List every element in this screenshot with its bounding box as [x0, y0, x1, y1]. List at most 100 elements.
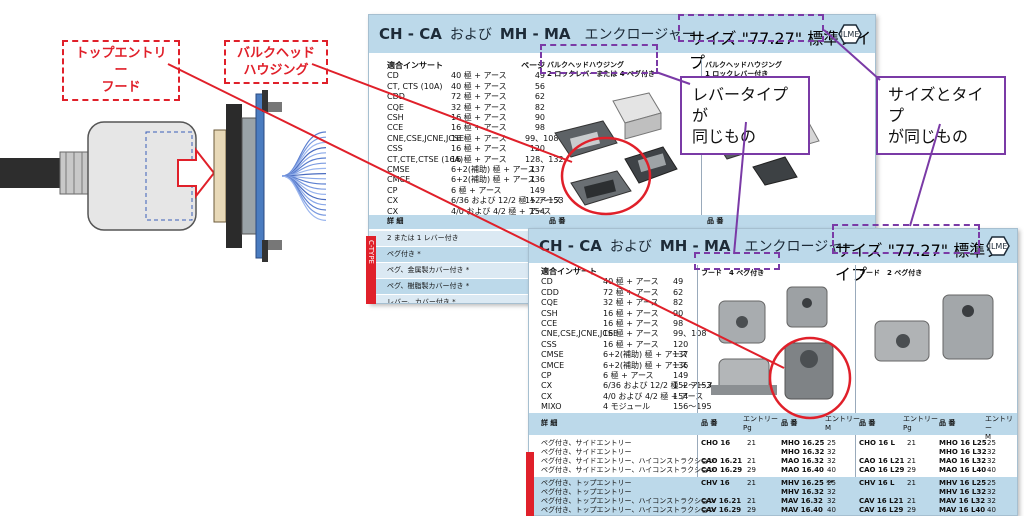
detail-header: 詳 細 — [387, 217, 404, 225]
cell-e1: 21 — [747, 497, 756, 505]
insert-spec: 6+2(補助) 極 + アース — [451, 165, 536, 175]
front-insert-spec: 4 モジュール — [603, 402, 651, 412]
size-highlight-back — [678, 14, 824, 42]
front-insert-name: CP — [541, 371, 552, 381]
insert-page: 82 — [534, 102, 545, 112]
housing-product-3 — [624, 146, 678, 184]
title-mh-ma: MH - MA — [499, 25, 571, 43]
housing-type-highlight — [540, 44, 658, 74]
front-insert-name: CQE — [541, 298, 558, 308]
cell-desc: ペグ付き、トップエントリー、ハイコンストラクション — [541, 497, 716, 505]
lower-row: ペグ、樹脂製カバー付き * — [369, 279, 539, 295]
front-divider-1 — [697, 265, 698, 515]
connector-drawing — [0, 90, 327, 262]
th-entry-pg-1b: Pg — [743, 424, 752, 432]
label-bulkhead-housing-line1: バルクヘッド — [236, 46, 315, 61]
front-insert-spec: 4/0 および 4/2 極 + アース — [603, 391, 704, 401]
cell-e4: 25 — [987, 439, 996, 447]
hood-type-highlight — [694, 252, 780, 270]
cell-e2: 32 — [827, 448, 836, 456]
th-entry-m-1b: M — [825, 424, 832, 432]
catalog-page-hood: CH - CA および MH - MA エンクロージャー サイズ "77.27"… — [528, 228, 1018, 516]
front-insert-spec: 6/36 および 12/2 極 + アース — [603, 381, 714, 391]
cell-e3: 29 — [907, 466, 916, 474]
cell-p3: CAV 16 L29 — [859, 506, 904, 514]
front-insert-page: 98 — [673, 319, 684, 329]
logo-icon: ILME — [837, 23, 863, 45]
cell-desc: ペグ付き、サイドエントリー、ハイコンストラクション — [541, 457, 716, 465]
cell-e1: 29 — [747, 466, 756, 474]
cell-p3: CHO 16 L — [859, 439, 896, 447]
insert-page: 62 — [534, 92, 545, 102]
flange — [226, 104, 242, 248]
cell-p3: CAO 16 L21 — [859, 457, 905, 465]
front-divider-2 — [855, 265, 856, 515]
insert-spec: 16 極 + アース — [451, 113, 507, 123]
callout-same-size-type-line1: サイズとタイプ — [888, 85, 984, 125]
cell-p2: MHO 16.32 — [781, 448, 825, 456]
callout-same-size-type-line2: が同じもの — [888, 127, 969, 146]
cell-p2: MAV 16.40 — [781, 506, 823, 514]
housing-right-line1: バルクヘッドハウジング — [705, 61, 782, 69]
panel — [255, 93, 265, 259]
front-side-tab — [526, 452, 534, 516]
cell-e2: 25 — [827, 439, 836, 447]
cable — [0, 158, 62, 188]
cell-e3: 21 — [907, 497, 916, 505]
cell-e1: 21 — [747, 479, 756, 487]
th-entry-pg-2a: エントリー — [903, 415, 938, 423]
label-top-entry-hood-line2: フード — [101, 80, 141, 95]
front-insert-spec: 72 極 + アース — [603, 287, 659, 297]
cell-p4: MAV 16 L32 — [939, 497, 986, 505]
cell-e4: 40 — [987, 466, 996, 474]
callout-same-size-type: サイズとタイプ が同じもの — [876, 76, 1006, 155]
label-top-entry-hood-line1: トップエントリー — [75, 46, 167, 78]
th-entry-pg-2b: Pg — [903, 424, 912, 432]
lower-row: 2 または 1 レバー付き — [369, 231, 539, 247]
top-entry-band — [529, 477, 1017, 515]
lower-rows: 2 または 1 レバー付きペグ付き *ペグ、金属製カバー付き *ペグ、樹脂製カバ… — [369, 231, 539, 303]
cell-p4: MHV 16 L25 — [939, 479, 987, 487]
cell-p2: MHV 16.25 ** — [781, 479, 834, 487]
insert-page: 137 — [529, 165, 545, 175]
insert-page: 90 — [534, 113, 545, 123]
housing-product-4 — [570, 170, 632, 206]
th-part-2: 品 番 — [781, 419, 798, 427]
front-insert-spec: 6+2(補助) 極 + アース — [603, 350, 688, 360]
insert-spec: 72 極 + アース — [451, 92, 507, 102]
front-insert-name: CCE — [541, 319, 558, 329]
hood-product-2 — [786, 286, 828, 328]
hood-left-header: フード 4 ペグ付き — [701, 269, 765, 277]
insert-page: 56 — [534, 81, 545, 91]
cell-p1: CAO 16.29 — [701, 466, 743, 474]
front-insert-page: 152〜153 — [673, 381, 712, 391]
cell-p3: CAO 16 L29 — [859, 466, 905, 474]
cell-desc: ペグ付き、サイドエントリー — [541, 448, 632, 456]
callout-same-lever-line1: レバータイプが — [692, 85, 789, 125]
cell-e2: 40 — [827, 506, 836, 514]
front-insert-spec: 6 極 + アース — [603, 371, 654, 381]
cell-desc: ペグ付き、トップエントリー、ハイコンストラクション — [541, 506, 716, 514]
detail-band: 詳 細 品 番 品 番 — [369, 215, 875, 229]
